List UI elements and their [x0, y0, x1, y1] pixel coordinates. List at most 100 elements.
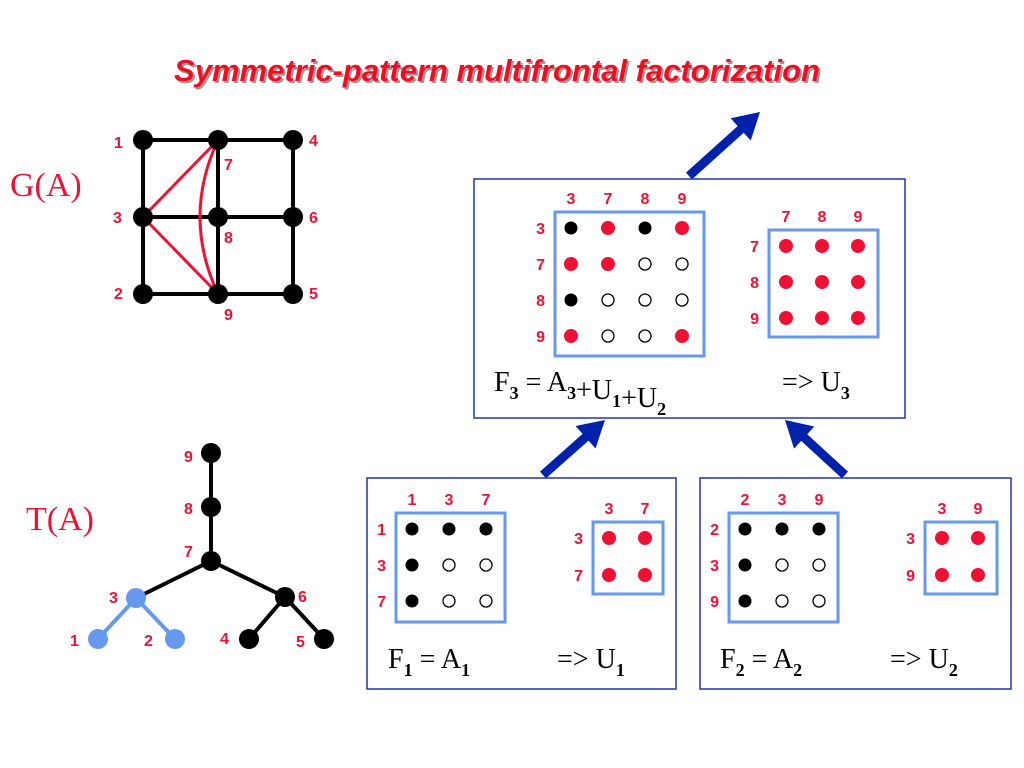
matrix-entry — [851, 311, 865, 325]
page-title: Symmetric-pattern multifrontal factoriza… — [174, 53, 820, 88]
graph-node-label: 6 — [309, 210, 318, 227]
graph-node-label: 7 — [224, 157, 233, 174]
row-label: 7 — [574, 568, 583, 585]
matrix-entry — [442, 522, 456, 536]
matrix-entry — [812, 594, 826, 608]
tree-node-7 — [201, 551, 221, 571]
matrix-entry — [479, 594, 493, 608]
graph-edges — [141, 138, 295, 296]
tree-node-label: 9 — [184, 449, 193, 466]
graph-node-6 — [283, 207, 303, 227]
frontal-matrix-border — [727, 511, 840, 624]
column-label: 8 — [818, 209, 827, 226]
matrix-entry — [779, 311, 793, 325]
row-label: 1 — [377, 522, 386, 539]
fill-edge — [198, 139, 220, 295]
matrix-entry — [638, 221, 652, 235]
matrix-entry — [442, 594, 456, 608]
graph-node-8 — [208, 207, 228, 227]
row-label: 3 — [377, 558, 386, 575]
column-label: 9 — [815, 492, 824, 509]
row-label: 7 — [750, 239, 759, 256]
row-label: 9 — [750, 311, 759, 328]
matrix-entry — [602, 568, 616, 582]
graph-node-4 — [283, 130, 303, 150]
matrix-entry — [675, 329, 689, 343]
matrix-entry — [851, 275, 865, 289]
tree-node-4 — [239, 629, 259, 649]
matrix-entry — [405, 522, 419, 536]
matrix-entry — [601, 329, 615, 343]
matrix-entry — [442, 558, 456, 572]
matrix-entry — [479, 558, 493, 572]
tree-node-label: 2 — [144, 633, 153, 650]
graph-node-3 — [133, 207, 153, 227]
tree-edge — [210, 559, 286, 599]
arrow — [785, 420, 849, 479]
matrix-entry — [775, 522, 789, 536]
row-label: 9 — [536, 329, 545, 346]
column-label: 1 — [408, 492, 417, 509]
matrix-entry — [405, 558, 419, 572]
matrix-entry — [564, 293, 578, 307]
matrix-entry — [601, 293, 615, 307]
graph-label: G(A) — [10, 167, 82, 204]
matrix-entry — [812, 522, 826, 536]
matrix-entry — [935, 568, 949, 582]
graph-node-label: 3 — [113, 210, 122, 227]
frontal-matrix-border — [394, 511, 507, 624]
row-label: 8 — [536, 293, 545, 310]
update-matrix-border — [767, 228, 880, 339]
matrix-entry — [935, 531, 949, 545]
matrix-entry — [405, 594, 419, 608]
front-result: => U2 — [890, 644, 958, 680]
matrix-entry — [815, 239, 829, 253]
column-label: 7 — [782, 209, 791, 226]
row-label: 3 — [906, 531, 915, 548]
column-label: 3 — [567, 191, 576, 208]
tree-node-label: 5 — [296, 634, 305, 651]
front-box-border — [473, 178, 906, 419]
tree-node-8 — [201, 497, 221, 517]
arrow — [540, 420, 605, 479]
tree-edge — [135, 559, 212, 600]
graph-node-label: 9 — [224, 307, 233, 324]
matrix-entry — [775, 594, 789, 608]
matrix-entry — [638, 531, 652, 545]
graph-node-label: 1 — [114, 135, 123, 152]
matrix-entry — [738, 522, 752, 536]
tree-node-2 — [165, 629, 185, 649]
matrix-entry — [675, 293, 689, 307]
matrix-entry — [851, 239, 865, 253]
tree-label: T(A) — [26, 501, 94, 538]
update-matrix-border — [591, 520, 665, 596]
tree-node-label: 3 — [109, 590, 118, 607]
matrix-entry — [815, 275, 829, 289]
column-label: 7 — [482, 492, 491, 509]
fill-edge — [141, 215, 220, 296]
update-matrix-border — [923, 520, 999, 596]
row-label: 8 — [750, 275, 759, 292]
column-label: 9 — [678, 191, 687, 208]
row-label: 9 — [710, 594, 719, 611]
fill-edge — [141, 138, 220, 219]
row-label: 3 — [574, 531, 583, 548]
matrix-entry — [675, 221, 689, 235]
row-label: 3 — [710, 558, 719, 575]
row-label: 7 — [536, 257, 545, 274]
front-formula: F3 = A3+U1+U2 — [494, 367, 666, 419]
matrix-entry — [638, 293, 652, 307]
matrix-entry — [779, 275, 793, 289]
column-label: 3 — [938, 501, 947, 518]
matrix-entry — [638, 568, 652, 582]
matrix-entry — [971, 531, 985, 545]
graph-node-7 — [208, 130, 228, 150]
graph-node-label: 5 — [309, 286, 318, 303]
